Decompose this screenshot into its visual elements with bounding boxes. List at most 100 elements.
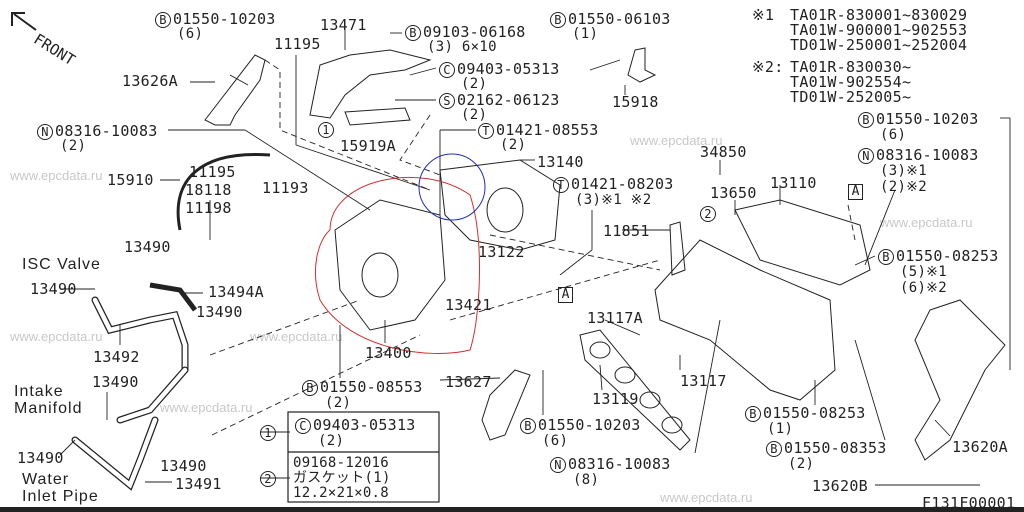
part-13491[interactable]: 13491 (175, 475, 222, 493)
note-1-mark: ※1 (752, 6, 775, 24)
intake-manifold-label: Manifold (14, 400, 83, 417)
note-2-line: TA01R-830030~ (790, 58, 912, 76)
legend-row-2-name: ガスケット(1) (293, 470, 391, 486)
callout-qty: (6) (880, 127, 907, 143)
watermark: www.epcdata.ru (660, 490, 753, 505)
bracket-13626a (204, 54, 266, 126)
part-34850[interactable]: 34850 (700, 143, 747, 161)
part-13119[interactable]: 13119 (592, 390, 639, 408)
red-circle-mark (314, 176, 480, 354)
part-13490[interactable]: 13490 (92, 373, 139, 391)
blue-circle-mark (418, 153, 486, 221)
part-13620a[interactable]: 13620A (952, 438, 1008, 456)
callout-qty: (1) (572, 26, 599, 42)
note-1-line: TD01W-250001~252004 (790, 36, 968, 54)
callout-qty: (3) 6×10 (427, 39, 497, 55)
part-13421[interactable]: 13421 (445, 296, 492, 314)
watermark: www.epcdata.ru (250, 329, 343, 344)
part-13627[interactable]: 13627 (445, 373, 492, 391)
part-13650[interactable]: 13650 (710, 184, 757, 202)
part-13140[interactable]: 13140 (537, 153, 584, 171)
part-13620b[interactable]: 13620B (812, 477, 868, 495)
legend-row-2-size: 12.2×21×0.8 (293, 485, 390, 501)
callout-qty: (3)※1 ※2 (575, 192, 652, 208)
callout-qty: (5)※1 (900, 264, 947, 280)
part-13490[interactable]: 13490 (124, 238, 171, 256)
ref-2-marker: 2 (700, 206, 718, 222)
part-13490[interactable]: 13490 (17, 449, 64, 467)
watermark: www.epcdata.ru (630, 133, 723, 148)
manifold-lower (654, 239, 836, 401)
part-13122[interactable]: 13122 (478, 243, 525, 261)
part-11195-lower[interactable]: 11195 (189, 163, 236, 181)
part-13490[interactable]: 13490 (160, 457, 207, 475)
part-13492[interactable]: 13492 (93, 348, 140, 366)
part-11851[interactable]: 11851 (603, 222, 650, 240)
part-13400[interactable]: 13400 (365, 344, 412, 362)
part-11198[interactable]: 11198 (185, 199, 232, 217)
bottom-border (0, 507, 1024, 512)
part-11193[interactable]: 11193 (262, 179, 309, 197)
part-13117a[interactable]: 13117A (587, 309, 643, 327)
watermark: www.epcdata.ru (160, 400, 253, 415)
callout-qty: (8) (573, 472, 600, 488)
part-13490[interactable]: 13490 (30, 280, 77, 298)
legend-row-2-code[interactable]: 09168-12016 (293, 455, 390, 471)
part-15910[interactable]: 15910 (107, 171, 154, 189)
manifold-13110 (734, 199, 871, 286)
ref-a-marker: A (558, 287, 573, 303)
water-inlet-pipe-label: Water (22, 471, 70, 488)
part-13117[interactable]: 13117 (680, 372, 727, 390)
bracket-15919a (344, 107, 411, 126)
bracket-13620a (914, 299, 1006, 461)
water-inlet-pipe-label: Inlet Pipe (22, 488, 99, 505)
callout-qty: (6)※2 (900, 280, 947, 296)
callout-qty: (6) (177, 26, 204, 42)
throttle-body-13400 (334, 199, 446, 331)
watermark: www.epcdata.ru (10, 329, 103, 344)
watermark: www.epcdata.ru (880, 215, 973, 230)
callout-qty: (2) (788, 456, 815, 472)
part-15919a[interactable]: 15919A (340, 137, 396, 155)
callout-qty: (6) (542, 433, 569, 449)
ref-a-marker: A (848, 184, 863, 200)
part-13494a[interactable]: 13494A (208, 283, 264, 301)
bracket-15918 (627, 47, 657, 83)
part-13471[interactable]: 13471 (320, 16, 367, 34)
legend-row-1-qty: (2) (318, 433, 345, 449)
isc-valve-label: ISC Valve (22, 256, 101, 273)
part-15918[interactable]: 15918 (612, 93, 659, 111)
watermark: www.epcdata.ru (10, 168, 103, 183)
diagram-id: F131F00001 (922, 494, 1016, 512)
part-18118[interactable]: 18118 (185, 181, 232, 199)
note-2-line: TA01W-902554~ (790, 73, 912, 91)
callout-qty: (1) (767, 421, 794, 437)
cover-13471 (309, 49, 432, 119)
callout-qty: (2) (60, 138, 87, 154)
part-13490[interactable]: 13490 (196, 303, 243, 321)
part-11195[interactable]: 11195 (274, 35, 321, 53)
callout-qty: (2) (500, 137, 527, 153)
hose-13494a (149, 282, 197, 312)
part-13626a[interactable]: 13626A (122, 72, 178, 90)
bracket-11851 (669, 221, 686, 276)
part-13110[interactable]: 13110 (770, 174, 817, 192)
